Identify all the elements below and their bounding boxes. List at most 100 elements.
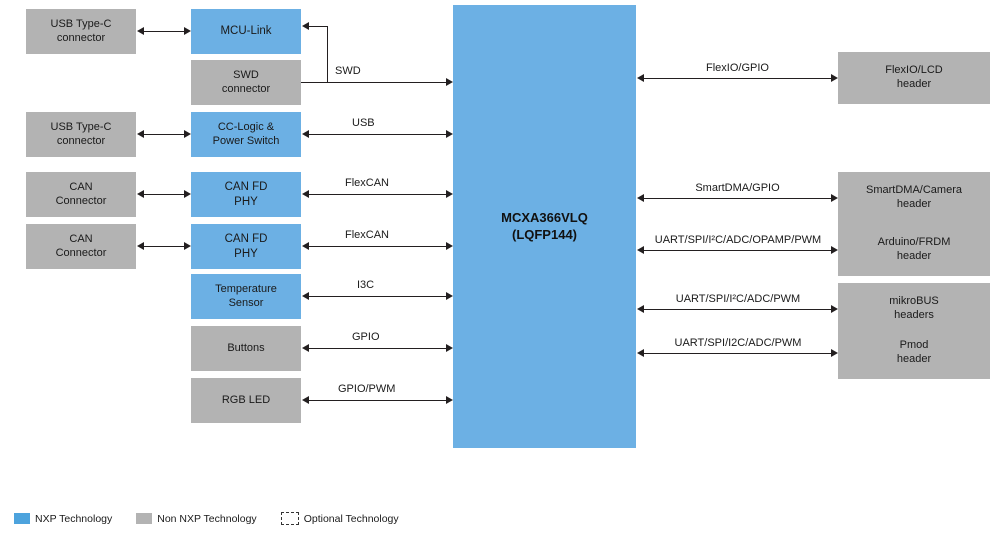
usb-type-c-connector-1: USB Type-C connector xyxy=(26,9,136,54)
arrow-left-icon xyxy=(302,242,309,250)
arrow-right-icon xyxy=(446,396,453,404)
arrow-right-icon xyxy=(184,27,191,35)
bus-label-gpio: GPIO xyxy=(352,331,380,343)
can-connector-1: CAN Connector xyxy=(26,172,136,217)
arrow-left-icon xyxy=(302,22,309,30)
bus-label-usb: USB xyxy=(352,117,375,129)
legend-swatch-non-nxp-icon xyxy=(136,513,153,524)
legend-swatch-optional-icon xyxy=(280,512,299,525)
arrow-right-icon xyxy=(446,242,453,250)
bus-label-i3c: I3C xyxy=(357,279,375,291)
flexio-lcd-header: FlexIO/LCD header xyxy=(838,52,990,104)
arrow-left-icon xyxy=(137,130,144,138)
box-line-2: PHY xyxy=(234,247,258,260)
bus-label-mikrobus: UART/SPI/I²C/ADC/PWM xyxy=(675,293,801,305)
arrow-left-icon xyxy=(302,396,309,404)
connector-line xyxy=(143,194,185,195)
arrow-left-icon xyxy=(137,27,144,35)
box-line-2: header xyxy=(896,198,932,210)
arrow-left-icon xyxy=(302,344,309,352)
usb-type-c-connector-2: USB Type-C connector xyxy=(26,112,136,157)
buttons: Buttons xyxy=(191,326,301,371)
connector-line xyxy=(143,31,185,32)
pmod-header: Pmod header xyxy=(838,327,990,379)
cc-logic-power-switch: CC-Logic & Power Switch xyxy=(191,112,301,157)
can-fd-phy-1: CAN FD PHY xyxy=(191,172,301,217)
arrow-left-icon xyxy=(637,246,644,254)
box-line-1: CAN FD xyxy=(224,181,268,194)
arrow-right-icon xyxy=(184,242,191,250)
legend: NXP Technology Non NXP Technology Option… xyxy=(14,512,417,525)
connector-line xyxy=(308,296,447,297)
connector-line xyxy=(308,134,447,135)
legend-optional: Optional Technology xyxy=(280,512,399,525)
box-line-2: connector xyxy=(56,31,106,44)
legend-label-optional: Optional Technology xyxy=(303,512,399,525)
box-line-2: connector xyxy=(221,82,271,95)
box-line-1: SWD xyxy=(233,68,259,81)
box-line-1: MCU-Link xyxy=(220,25,272,38)
bus-label-pmod: UART/SPI/I2C/ADC/PWM xyxy=(674,337,802,349)
arrow-right-icon xyxy=(831,194,838,202)
connector-line xyxy=(643,353,832,354)
can-fd-phy-2: CAN FD PHY xyxy=(191,224,301,269)
bus-label-flexio-gpio: FlexIO/GPIO xyxy=(706,62,769,74)
arrow-left-icon xyxy=(637,349,644,357)
bus-label-flexcan-2: FlexCAN xyxy=(345,229,390,241)
arrow-left-icon xyxy=(137,242,144,250)
arrow-right-icon xyxy=(446,344,453,352)
connector-line xyxy=(643,250,832,251)
arrow-right-icon xyxy=(446,190,453,198)
box-line-1: Temperature xyxy=(215,282,277,295)
box-line-1: Pmod xyxy=(899,339,929,352)
box-line-1: FlexIO/LCD xyxy=(885,64,943,77)
box-line-2: Power Switch xyxy=(212,134,280,147)
arrow-left-icon xyxy=(637,194,644,202)
rgb-led: RGB LED xyxy=(191,378,301,423)
connector-line xyxy=(308,246,447,247)
mcu-block: MCXA366VLQ (LQFP144) xyxy=(453,5,636,448)
connector-line xyxy=(301,82,447,83)
arrow-left-icon xyxy=(302,292,309,300)
bus-label-smartdma-gpio: SmartDMA/GPIO xyxy=(695,182,780,194)
box-line-1: CC-Logic & xyxy=(217,120,275,133)
arrow-right-icon xyxy=(831,74,838,82)
temperature-sensor: Temperature Sensor xyxy=(191,274,301,319)
mcu-part-number: MCXA366VLQ xyxy=(501,210,588,226)
arrow-right-icon xyxy=(184,190,191,198)
bus-label-swd: SWD xyxy=(335,65,361,77)
legend-swatch-nxp-icon xyxy=(14,513,30,524)
legend-label-non-nxp: Non NXP Technology xyxy=(157,512,257,525)
connector-line xyxy=(308,348,447,349)
swd-branch-line xyxy=(308,26,328,27)
box-line-2: header xyxy=(896,353,932,365)
box-line-2: Sensor xyxy=(228,296,264,309)
mcu-package: (LQFP144) xyxy=(511,226,577,242)
arrow-right-icon xyxy=(831,305,838,313)
box-line-2: header xyxy=(896,78,932,90)
connector-line xyxy=(643,309,832,310)
box-line-2: PHY xyxy=(234,195,258,208)
mikrobus-headers: mikroBUS headers xyxy=(838,283,990,335)
box-line-1: RGB LED xyxy=(221,393,271,406)
arrow-right-icon xyxy=(831,349,838,357)
connector-line xyxy=(143,134,185,135)
arduino-frdm-header: Arduino/FRDM header xyxy=(838,224,990,276)
arrow-right-icon xyxy=(446,78,453,86)
box-line-1: USB Type-C xyxy=(50,17,112,30)
mcu-link: MCU-Link xyxy=(191,9,301,54)
box-line-1: USB Type-C xyxy=(50,120,112,133)
box-line-2: headers xyxy=(894,309,934,321)
box-line-1: Buttons xyxy=(227,341,265,354)
can-connector-2: CAN Connector xyxy=(26,224,136,269)
box-line-1: SmartDMA/Camera xyxy=(866,184,962,197)
bus-label-flexcan-1: FlexCAN xyxy=(345,177,390,189)
box-line-1: CAN FD xyxy=(224,233,268,246)
box-line-2: connector xyxy=(56,134,106,147)
arrow-left-icon xyxy=(302,130,309,138)
connector-line xyxy=(308,400,447,401)
arrow-right-icon xyxy=(184,130,191,138)
arrow-left-icon xyxy=(302,190,309,198)
swd-connector: SWD connector xyxy=(191,60,301,105)
